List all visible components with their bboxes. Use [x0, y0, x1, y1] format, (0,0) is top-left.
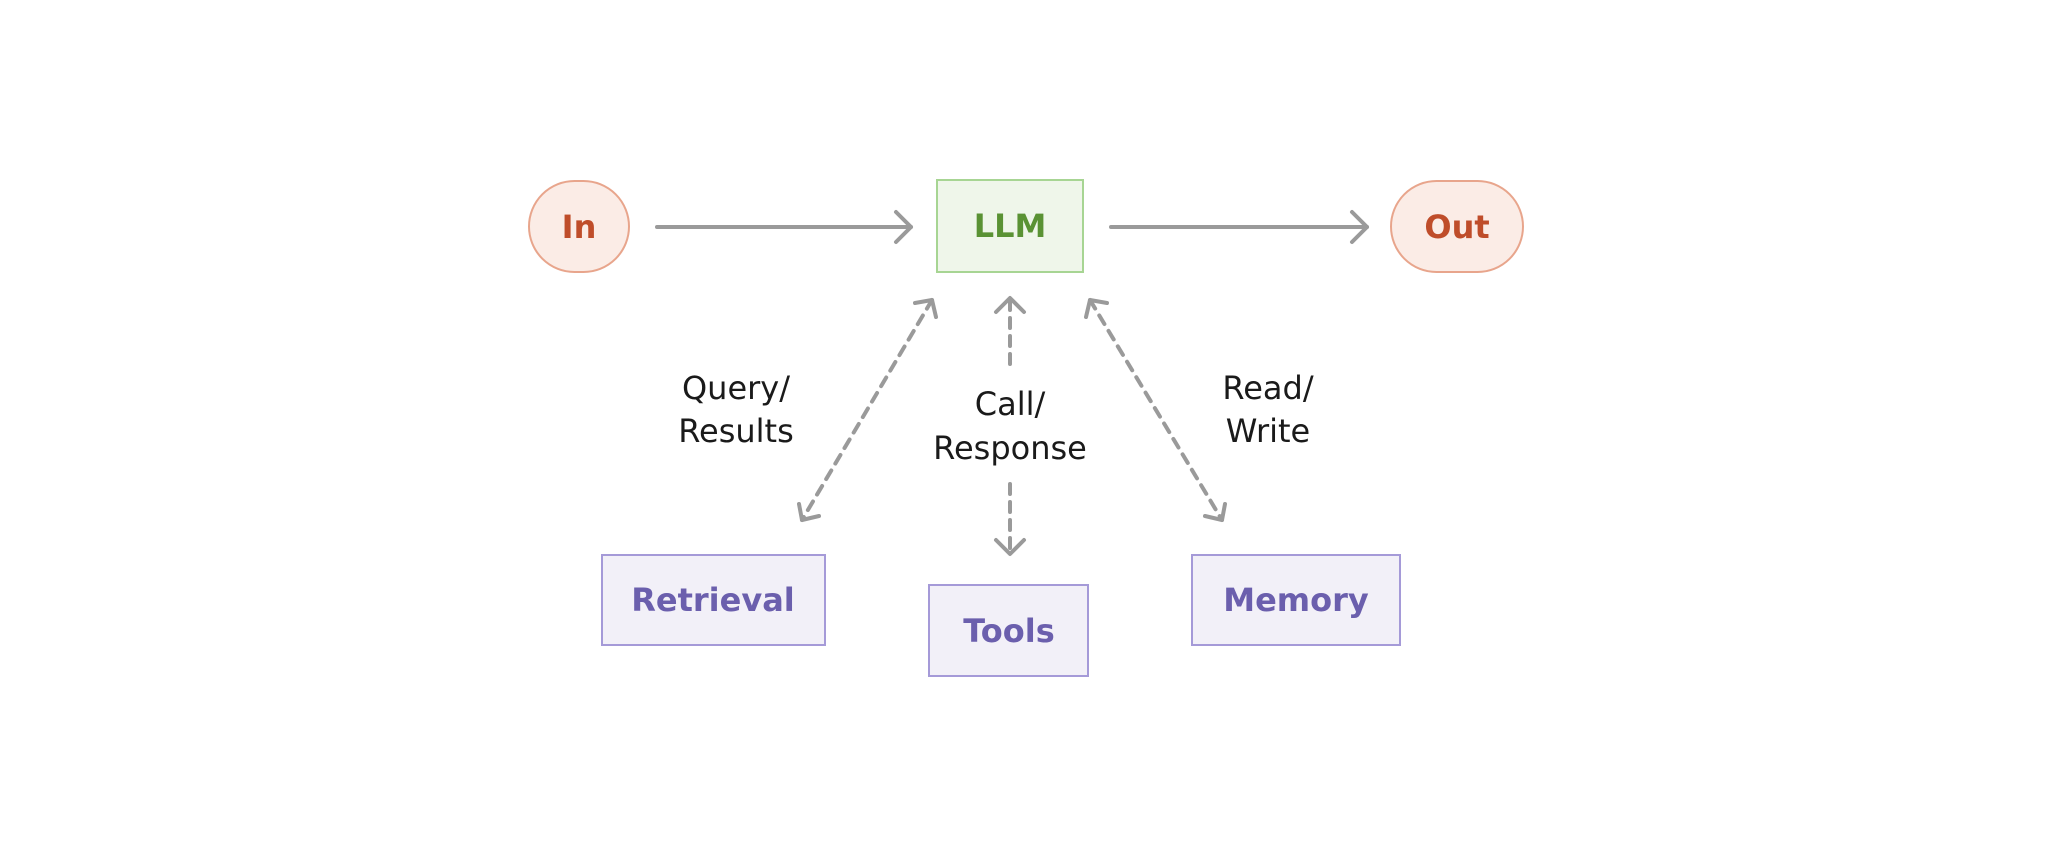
memory-edge-label-line2: Write	[1226, 412, 1310, 450]
arrow-llm-tools	[994, 296, 1026, 556]
memory-node: Memory	[1191, 554, 1401, 646]
output-label: Out	[1424, 208, 1489, 246]
retrieval-edge-label: Query/ Results	[678, 369, 794, 450]
tools-label: Tools	[963, 612, 1055, 650]
tools-node: Tools	[928, 584, 1089, 677]
tools-edge-label-line2: Response	[933, 429, 1087, 467]
retrieval-label: Retrieval	[631, 581, 795, 619]
arrow-in-to-llm	[655, 210, 913, 244]
memory-edge-label: Read/ Write	[1222, 369, 1313, 450]
dashed-arrows	[797, 296, 1227, 556]
input-node: In	[528, 180, 630, 273]
tools-edge-label: Call/ Response	[933, 385, 1087, 467]
llm-node: LLM	[936, 179, 1084, 273]
output-node: Out	[1390, 180, 1524, 273]
retrieval-node: Retrieval	[601, 554, 826, 646]
retrieval-edge-label-line1: Query/	[682, 369, 790, 407]
input-label: In	[562, 208, 597, 246]
memory-edge-label-line1: Read/	[1222, 369, 1313, 407]
llm-label: LLM	[974, 207, 1047, 245]
arrow-llm-to-out	[1109, 210, 1369, 244]
tools-edge-label-line1: Call/	[975, 385, 1046, 423]
arrow-llm-memory	[1084, 298, 1227, 522]
memory-label: Memory	[1223, 581, 1369, 619]
arrow-llm-retrieval	[797, 298, 938, 522]
flow-arrows	[655, 210, 1369, 244]
retrieval-edge-label-line2: Results	[678, 412, 794, 450]
